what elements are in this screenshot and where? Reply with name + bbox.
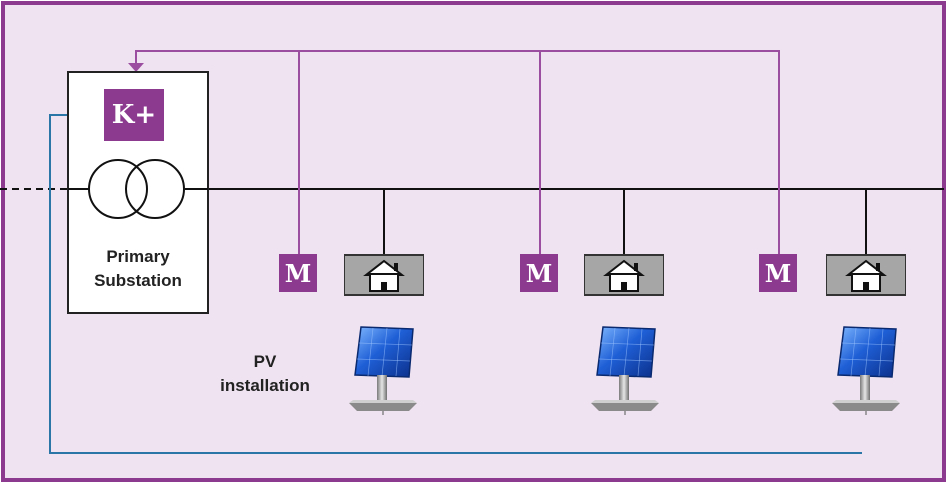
solar-panel-icon [590,326,660,415]
meter-label: M [284,258,312,288]
solar-panel-icon [348,326,418,415]
meter-label: M [764,258,792,288]
house-icon [344,254,424,296]
controller-label: K+ [111,100,157,130]
pv-installation-label: PV installation [220,352,310,395]
meter-box-1: M [279,254,317,292]
meter-label: M [525,258,553,288]
control-line-top [135,50,780,254]
controller-box: K+ [104,89,164,141]
house-icon [826,254,906,296]
house-icon [584,254,664,296]
transformer-icon [68,159,208,219]
arrow-down-icon [128,63,144,72]
meter-box-3: M [759,254,797,292]
substation-label: Primary Substation [94,247,182,290]
solar-panel-icon [831,326,901,415]
meter-box-2: M [520,254,558,292]
